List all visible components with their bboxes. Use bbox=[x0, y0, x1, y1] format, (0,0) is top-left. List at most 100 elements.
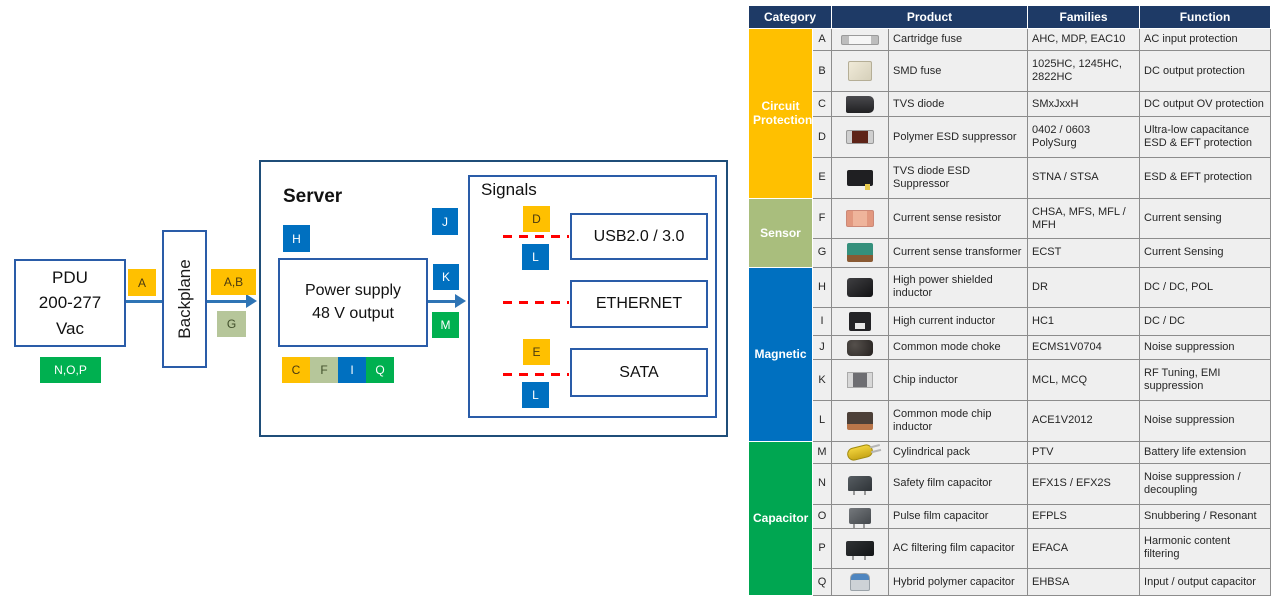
backplane-label: Backplane bbox=[174, 259, 194, 339]
server-title: Server bbox=[283, 186, 343, 207]
row-letter: E bbox=[811, 157, 833, 199]
row-letter: I bbox=[811, 307, 833, 337]
families-cell: STNA / STSA bbox=[1027, 157, 1141, 199]
families-cell: CHSA, MFS, MFL / MFH bbox=[1027, 197, 1141, 240]
product-image-cell bbox=[831, 238, 890, 268]
row-letter: N bbox=[811, 462, 833, 505]
usb-box: USB2.0 / 3.0 bbox=[570, 213, 708, 260]
function-cell: DC / DC, POL bbox=[1139, 266, 1272, 309]
row-letter: Q bbox=[811, 568, 833, 596]
power-supply-label: Power supply 48 V output bbox=[304, 282, 402, 322]
row-letter: P bbox=[811, 527, 833, 570]
cm-chip-inductor-image bbox=[847, 411, 874, 430]
product-name-cell: Current sense transformer bbox=[888, 238, 1029, 268]
product-image-cell bbox=[831, 503, 890, 529]
product-name-cell: Hybrid polymer capacitor bbox=[888, 568, 1029, 596]
product-image-cell bbox=[831, 91, 890, 118]
families-cell: ECST bbox=[1027, 238, 1141, 268]
product-name-cell: Cylindrical pack bbox=[888, 440, 1029, 464]
sata-label: SATA bbox=[619, 363, 659, 381]
badge-ab: A,B bbox=[211, 269, 256, 295]
product-name-cell: Safety film capacitor bbox=[888, 462, 1029, 505]
badge-nop: N,O,P bbox=[40, 357, 101, 383]
badge-c: C bbox=[282, 357, 310, 383]
badge-g: G bbox=[217, 311, 246, 337]
cylindrical-pack-image bbox=[845, 442, 875, 462]
usb-label: USB2.0 / 3.0 bbox=[593, 227, 685, 245]
function-cell: Input / output capacitor bbox=[1139, 568, 1272, 596]
cm-choke-image bbox=[847, 339, 874, 356]
function-cell: Noise suppression / decoupling bbox=[1139, 462, 1272, 505]
product-name-cell: Polymer ESD suppressor bbox=[888, 116, 1029, 159]
safety-film-cap-image bbox=[848, 476, 873, 496]
product-image-cell bbox=[831, 50, 890, 93]
tvs-diode-image bbox=[846, 95, 875, 113]
ac-film-cap-image bbox=[846, 540, 875, 560]
row-letter: D bbox=[811, 116, 833, 159]
product-name-cell: TVS diode ESD Suppressor bbox=[888, 157, 1029, 199]
row-letter: L bbox=[811, 399, 833, 442]
row-letter: O bbox=[811, 503, 833, 529]
backplane-box: Backplane bbox=[162, 230, 207, 368]
chip-inductor-image bbox=[847, 372, 874, 389]
function-cell: DC / DC bbox=[1139, 307, 1272, 337]
usb-signal-dashed-line bbox=[503, 235, 569, 238]
product-image-cell bbox=[831, 307, 890, 337]
families-cell: HC1 bbox=[1027, 307, 1141, 337]
pulse-film-cap-image bbox=[849, 508, 872, 529]
product-image-cell bbox=[831, 462, 890, 505]
product-image-cell bbox=[831, 399, 890, 442]
signals-title: Signals bbox=[481, 180, 537, 199]
ethernet-box: ETHERNET bbox=[570, 280, 708, 328]
product-image-cell bbox=[831, 335, 890, 361]
product-name-cell: TVS diode bbox=[888, 91, 1029, 118]
ps-to-signals-arrowhead bbox=[455, 294, 466, 308]
row-letter: K bbox=[811, 359, 833, 401]
row-letter: A bbox=[811, 27, 833, 52]
pdu-box: PDU 200-277 Vac bbox=[14, 259, 126, 347]
product-name-cell: Cartridge fuse bbox=[888, 27, 1029, 52]
badge-f: F bbox=[310, 357, 338, 383]
badge-i: I bbox=[338, 357, 366, 383]
function-cell: Snubbering / Resonant bbox=[1139, 503, 1272, 529]
cartridge-fuse-image bbox=[841, 34, 880, 45]
families-cell: ACE1V2012 bbox=[1027, 399, 1141, 442]
badge-j: J bbox=[432, 208, 458, 235]
sata-signal-dashed-line bbox=[503, 373, 569, 376]
row-letter: F bbox=[811, 197, 833, 240]
product-image-cell bbox=[831, 440, 890, 464]
hybrid-cap-image bbox=[850, 573, 871, 592]
sense-resistor-image bbox=[846, 210, 875, 228]
category-cell: Capacitor bbox=[748, 440, 813, 597]
function-cell: Current Sensing bbox=[1139, 238, 1272, 268]
families-cell: SMxJxxH bbox=[1027, 91, 1141, 118]
badge-h: H bbox=[283, 225, 310, 252]
product-name-cell: Chip inductor bbox=[888, 359, 1029, 401]
product-image-cell bbox=[831, 266, 890, 309]
badge-m: M bbox=[432, 312, 459, 338]
function-cell: Current sensing bbox=[1139, 197, 1272, 240]
families-cell: AHC, MDP, EAC10 bbox=[1027, 27, 1141, 52]
product-name-cell: Pulse film capacitor bbox=[888, 503, 1029, 529]
product-name-cell: SMD fuse bbox=[888, 50, 1029, 93]
badge-k: K bbox=[433, 264, 459, 290]
badge-l-usb: L bbox=[522, 244, 549, 270]
product-name-cell: High power shielded inductor bbox=[888, 266, 1029, 309]
function-cell: DC output protection bbox=[1139, 50, 1272, 93]
ps-to-signals-line bbox=[428, 300, 457, 303]
function-cell: Noise suppression bbox=[1139, 399, 1272, 442]
families-cell: EFX1S / EFX2S bbox=[1027, 462, 1141, 505]
sata-box: SATA bbox=[570, 348, 708, 397]
